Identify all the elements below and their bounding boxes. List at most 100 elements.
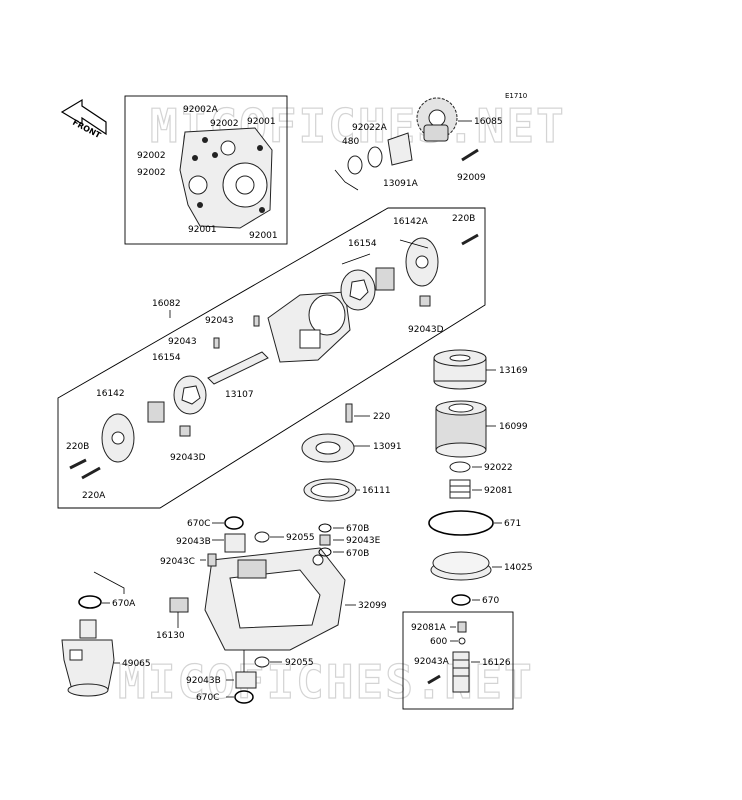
label-16142: 16142 xyxy=(96,389,125,399)
label-49065: 49065 xyxy=(122,659,151,669)
cover-16142A xyxy=(405,237,439,287)
bolt-220A xyxy=(81,466,101,480)
label-13107: 13107 xyxy=(225,390,254,400)
label-16130: 16130 xyxy=(156,631,185,641)
label-16082: 16082 xyxy=(152,299,181,309)
cover-16142 xyxy=(101,413,135,463)
rotor-16154-bottom xyxy=(147,375,207,423)
oring-670A xyxy=(78,595,102,609)
spring-92081A xyxy=(457,621,467,633)
shaft-13107 xyxy=(207,351,269,385)
label-92055-top: 92055 xyxy=(286,533,315,543)
label-16111: 16111 xyxy=(362,486,391,496)
pump-assembly-box xyxy=(57,207,486,509)
pump-housing xyxy=(267,291,351,363)
label-670C-top: 670C xyxy=(187,519,210,529)
label-92002-2: 92002 xyxy=(137,151,166,161)
oil-filter-16099 xyxy=(435,400,487,458)
washer-92055-bottom xyxy=(254,656,270,668)
oil-pan-32099 xyxy=(204,547,346,651)
relief-valve-box xyxy=(402,611,514,710)
oring-670 xyxy=(451,594,471,606)
label-16126: 16126 xyxy=(482,658,511,668)
oring-671 xyxy=(428,510,494,536)
bolt-220 xyxy=(345,403,353,423)
label-92001-1: 92001 xyxy=(247,117,276,127)
pump-cover xyxy=(179,127,273,229)
label-13091A: 13091A xyxy=(383,179,419,189)
label-16154-top: 16154 xyxy=(348,239,377,249)
label-16154-bottom: 16154 xyxy=(152,353,181,363)
label-92043E: 92043E xyxy=(346,536,381,546)
pin-92043D-bottom xyxy=(179,425,191,437)
bolt-220B-top xyxy=(461,233,479,246)
sleeve-92043B-top xyxy=(224,533,246,553)
label-92002-3: 92002 xyxy=(137,168,166,178)
label-16142A: 16142A xyxy=(393,217,429,227)
driven-gear-16085 xyxy=(416,97,458,142)
plate-13091A xyxy=(387,132,413,166)
label-220B-bottom: 220B xyxy=(66,442,89,452)
label-92081: 92081 xyxy=(484,486,513,496)
label-220A: 220A xyxy=(82,491,106,501)
label-14025: 14025 xyxy=(504,563,533,573)
label-92043B-top: 92043B xyxy=(176,537,211,547)
label-13091: 13091 xyxy=(373,442,402,452)
label-670B-2: 670B xyxy=(346,549,369,559)
diagram-code: E1710 xyxy=(505,92,527,100)
label-92043B-bottom: 92043B xyxy=(186,676,221,686)
label-92043D-bottom: 92043D xyxy=(170,453,206,463)
label-92022: 92022 xyxy=(484,463,513,473)
label-92055-bottom: 92055 xyxy=(285,658,314,668)
label-92081A: 92081A xyxy=(411,623,447,633)
spring-92081 xyxy=(449,479,471,499)
label-92043-2: 92043 xyxy=(168,337,197,347)
label-220: 220 xyxy=(373,412,390,422)
bolt-92009 xyxy=(461,148,479,162)
bolt-220B-bottom xyxy=(69,458,87,470)
oring-670B-1 xyxy=(318,523,332,533)
washer-92022 xyxy=(449,461,471,473)
label-92002-1: 92002 xyxy=(210,119,239,129)
filter-cap-13169 xyxy=(433,349,487,390)
cover-box xyxy=(124,95,288,245)
oring-670B-2 xyxy=(318,547,332,557)
label-92009: 92009 xyxy=(457,173,486,183)
valve-16126 xyxy=(452,651,470,693)
label-92043D-top: 92043D xyxy=(408,325,444,335)
label-16085: 16085 xyxy=(474,117,503,127)
sleeve-92043B-bottom xyxy=(235,671,257,689)
pin-92043D-top xyxy=(419,295,431,307)
label-92043-1: 92043 xyxy=(205,316,234,326)
label-92043C: 92043C xyxy=(160,557,195,567)
label-13169: 13169 xyxy=(499,366,528,376)
pin-92043-1 xyxy=(253,315,260,327)
label-92001-2: 92001 xyxy=(188,225,217,235)
oring-670C-bottom xyxy=(234,690,254,704)
label-220B-top: 220B xyxy=(452,214,475,224)
pin-92043-2 xyxy=(213,337,220,349)
label-32099: 32099 xyxy=(358,601,387,611)
label-16099: 16099 xyxy=(499,422,528,432)
washer-92055-top xyxy=(254,531,270,543)
label-670A: 670A xyxy=(112,599,136,609)
pin-92043C xyxy=(207,553,217,567)
label-671: 671 xyxy=(504,519,521,529)
label-92022A: 92022A xyxy=(352,123,388,133)
label-670C-bottom: 670C xyxy=(196,693,219,703)
label-670B-1: 670B xyxy=(346,524,369,534)
label-670: 670 xyxy=(482,596,499,606)
washer-480 xyxy=(347,155,363,175)
front-arrow-icon: FRONT xyxy=(60,98,107,140)
label-480: 480 xyxy=(342,137,359,147)
fitting-16130 xyxy=(169,597,189,613)
oring-670C-top xyxy=(224,516,244,530)
strainer-14025 xyxy=(430,551,492,581)
gasket-16111 xyxy=(303,478,357,502)
oil-filter-49065 xyxy=(61,619,115,697)
pin-92043A xyxy=(427,674,441,685)
label-92002A: 92002A xyxy=(183,105,219,115)
rotor-16154-top xyxy=(340,267,395,311)
washer-92022A xyxy=(367,146,383,168)
